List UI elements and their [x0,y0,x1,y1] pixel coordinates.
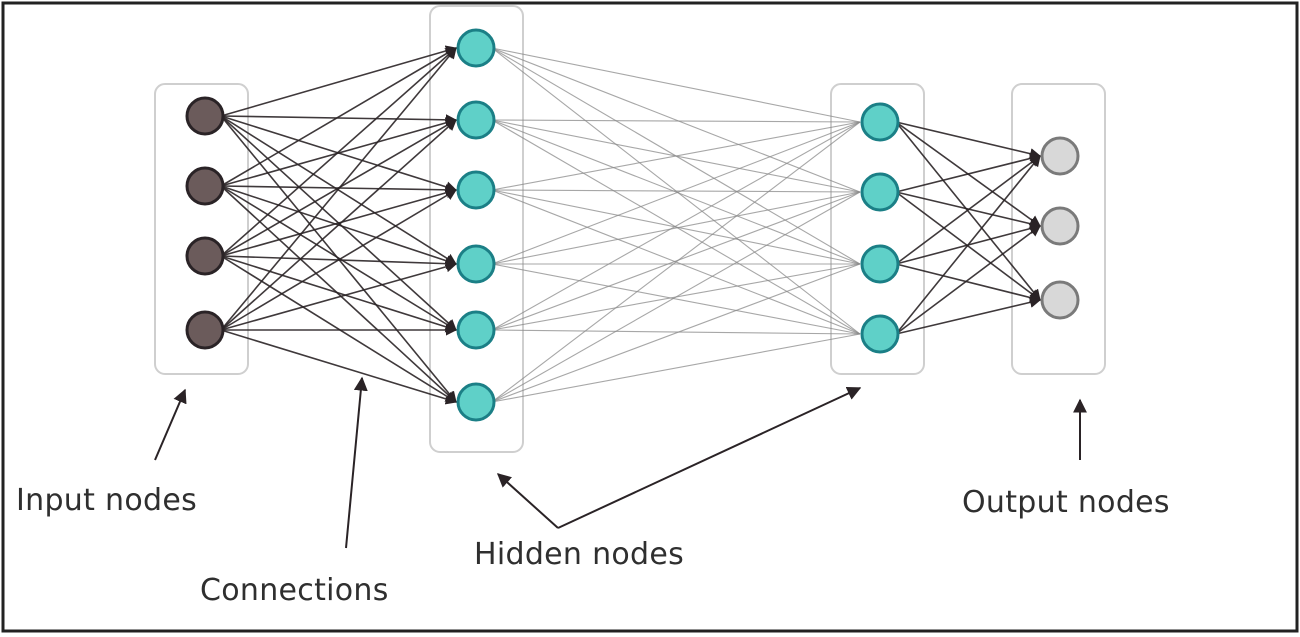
connection-hidden-1-6-to-hidden-2-4 [491,333,861,403]
connection-input-3-to-hidden-1-1 [220,47,457,257]
connection-input-4-to-hidden-1-4 [220,261,458,331]
input-nodes-arrow [154,388,187,461]
output-nodes-label: Output nodes [962,485,1170,520]
connection-hidden-1-2-to-hidden-2-3 [491,119,861,265]
nodes [185,28,1080,422]
hidden-nodes-label: Hidden nodes [474,537,684,572]
input-node-4 [185,310,225,350]
input-node-1 [185,96,225,136]
connection-hidden-2-3-to-output-3 [895,263,1042,303]
hidden-2-node-2 [860,172,900,212]
callout-arrows [154,376,1087,549]
hidden-2-node-1 [860,102,900,142]
connection-hidden-1-4-to-hidden-2-4 [491,263,861,335]
layer-group-boxes [154,5,1106,453]
connection-input-3-to-hidden-1-6 [220,255,457,403]
output-node-3 [1040,280,1080,320]
connection-hidden-2-1-to-output-3 [895,121,1041,301]
hidden-1-node-5 [456,310,496,350]
output-node-1 [1040,136,1080,176]
connection-hidden-2-2-to-output-2 [895,191,1042,230]
hidden-nodes-arrow-left [496,473,559,529]
connection-hidden-2-1-to-output-1 [895,121,1042,160]
output-node-2 [1040,206,1080,246]
connection-hidden-1-6-to-hidden-2-1 [491,121,861,403]
connection-hidden-2-4-to-output-1 [895,155,1041,335]
connection-input-4-to-hidden-1-3 [220,189,457,331]
input-node-3 [185,236,225,276]
input-node-2 [185,166,225,206]
connection-hidden-1-5-to-hidden-2-4 [491,329,861,335]
connection-input-3-to-hidden-1-5 [220,255,458,333]
connection-input-3-to-hidden-1-3 [220,187,458,257]
connection-hidden-2-2-to-output-1 [895,153,1042,193]
connection-hidden-1-5-to-hidden-2-1 [491,121,861,331]
input-nodes-label: Input nodes [16,483,197,518]
output-layer-box [1011,83,1106,375]
hidden-1-node-6 [456,382,496,422]
connection-input-4-to-hidden-1-1 [220,47,457,331]
hidden-2-layer-box [830,83,925,375]
input-layer-box [154,83,249,375]
connection-input-1-to-hidden-1-1 [220,45,458,117]
hidden-2-node-4 [860,314,900,354]
connection-input-2-to-hidden-1-1 [220,47,457,187]
connection-input-4-to-hidden-1-2 [220,119,457,331]
connection-input-2-to-hidden-1-5 [220,185,457,331]
connection-input-1-to-hidden-1-2 [220,114,458,126]
connection-hidden-1-1-to-hidden-2-1 [491,47,861,123]
connection-hidden-1-3-to-hidden-2-1 [491,121,861,191]
connections-label: Connections [200,573,389,608]
connection-hidden-1-4-to-hidden-2-1 [491,121,861,265]
connection-hidden-1-6-to-hidden-2-3 [491,263,861,403]
connections-arrow [345,376,368,549]
connection-hidden-2-4-to-output-3 [895,296,1042,335]
connection-hidden-1-4-to-hidden-2-2 [491,191,861,265]
hidden-nodes-arrow-right [557,386,862,529]
hidden-1-node-2 [456,100,496,140]
connection-input-4-to-hidden-1-6 [220,329,458,405]
connection-hidden-1-3-to-hidden-2-2 [491,189,861,193]
connections [220,45,1042,405]
connection-hidden-1-2-to-hidden-2-1 [491,119,861,123]
hidden-1-node-1 [456,28,496,68]
connection-hidden-2-3-to-output-1 [895,155,1041,265]
connection-hidden-1-5-to-hidden-2-2 [491,191,861,331]
hidden-2-node-3 [860,244,900,284]
hidden-1-node-3 [456,170,496,210]
hidden-1-node-4 [456,244,496,284]
connection-hidden-2-4-to-output-2 [895,225,1041,335]
connection-hidden-1-3-to-hidden-2-3 [491,189,861,265]
hidden-1-layer-box [429,5,524,453]
connection-hidden-1-6-to-hidden-2-2 [491,191,861,403]
